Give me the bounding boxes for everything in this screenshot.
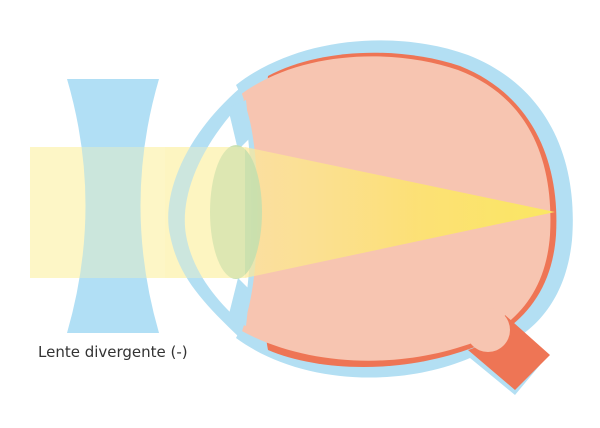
iris-bottom	[228, 278, 250, 326]
light-beam-over-cornea	[165, 147, 245, 278]
diverging-lens	[67, 79, 159, 333]
light-beam-over-lens	[30, 147, 245, 278]
lens-label: Lente divergente (-)	[38, 343, 188, 361]
cornea	[168, 88, 244, 338]
iris-top	[228, 100, 250, 150]
crystalline-lens	[210, 145, 262, 279]
light-cone	[245, 147, 555, 278]
optic-nerve	[468, 315, 550, 390]
optic-disc	[466, 308, 510, 352]
